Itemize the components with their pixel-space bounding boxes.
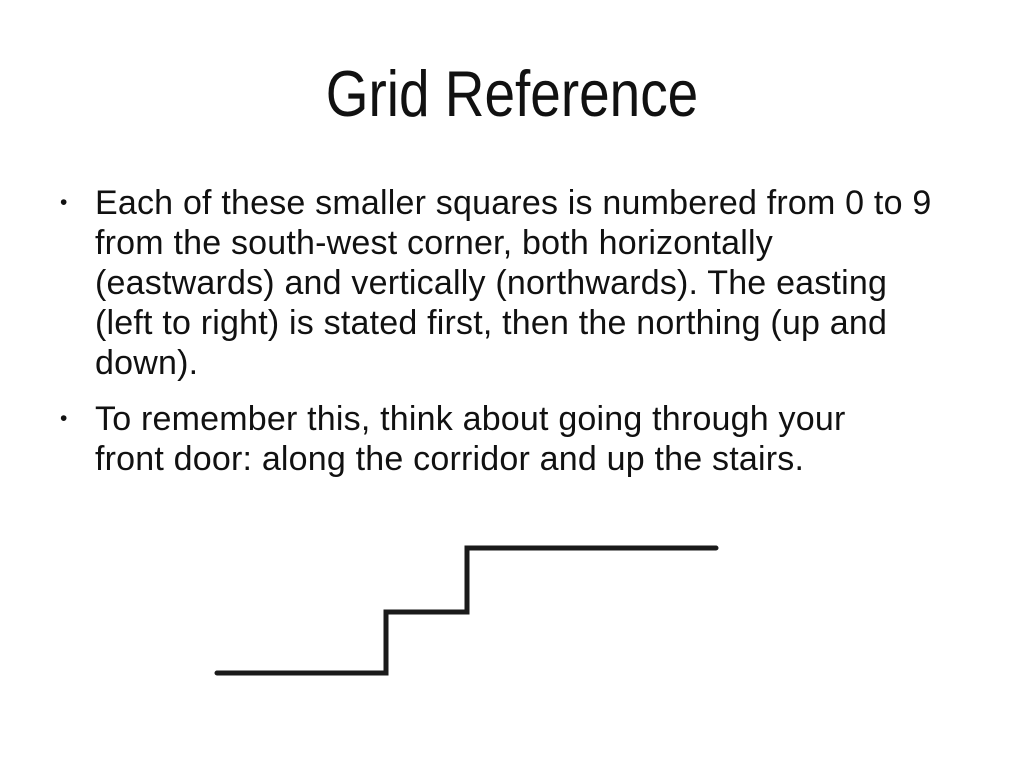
bullet-text-line: from the south-west corner, both horizon… [95,224,773,262]
bullet-text-line: (left to right) is stated first, then th… [95,304,888,342]
bullet-text-line: Each of these smaller squares is numbere… [95,184,932,222]
bullet-marker: • [60,407,68,430]
bullet-text-line: down). [95,344,199,382]
bullet-marker: • [60,191,68,214]
bullet-item-2: • To remember this, think about going th… [52,399,972,479]
bullet-text: Each of these smaller squares is numbere… [95,183,972,383]
bullet-text: To remember this, think about going thro… [95,399,972,479]
bullet-list: • Each of these smaller squares is numbe… [52,183,972,479]
bullet-text-line: (eastwards) and vertically (northwards).… [95,264,888,302]
bullet-text-line: front door: along the corridor and up th… [95,440,805,478]
bullet-text-line: To remember this, think about going thro… [95,400,846,438]
stairs-step-line [214,545,719,676]
bullet-item-1: • Each of these smaller squares is numbe… [52,183,972,383]
slide-title: Grid Reference [325,57,699,130]
